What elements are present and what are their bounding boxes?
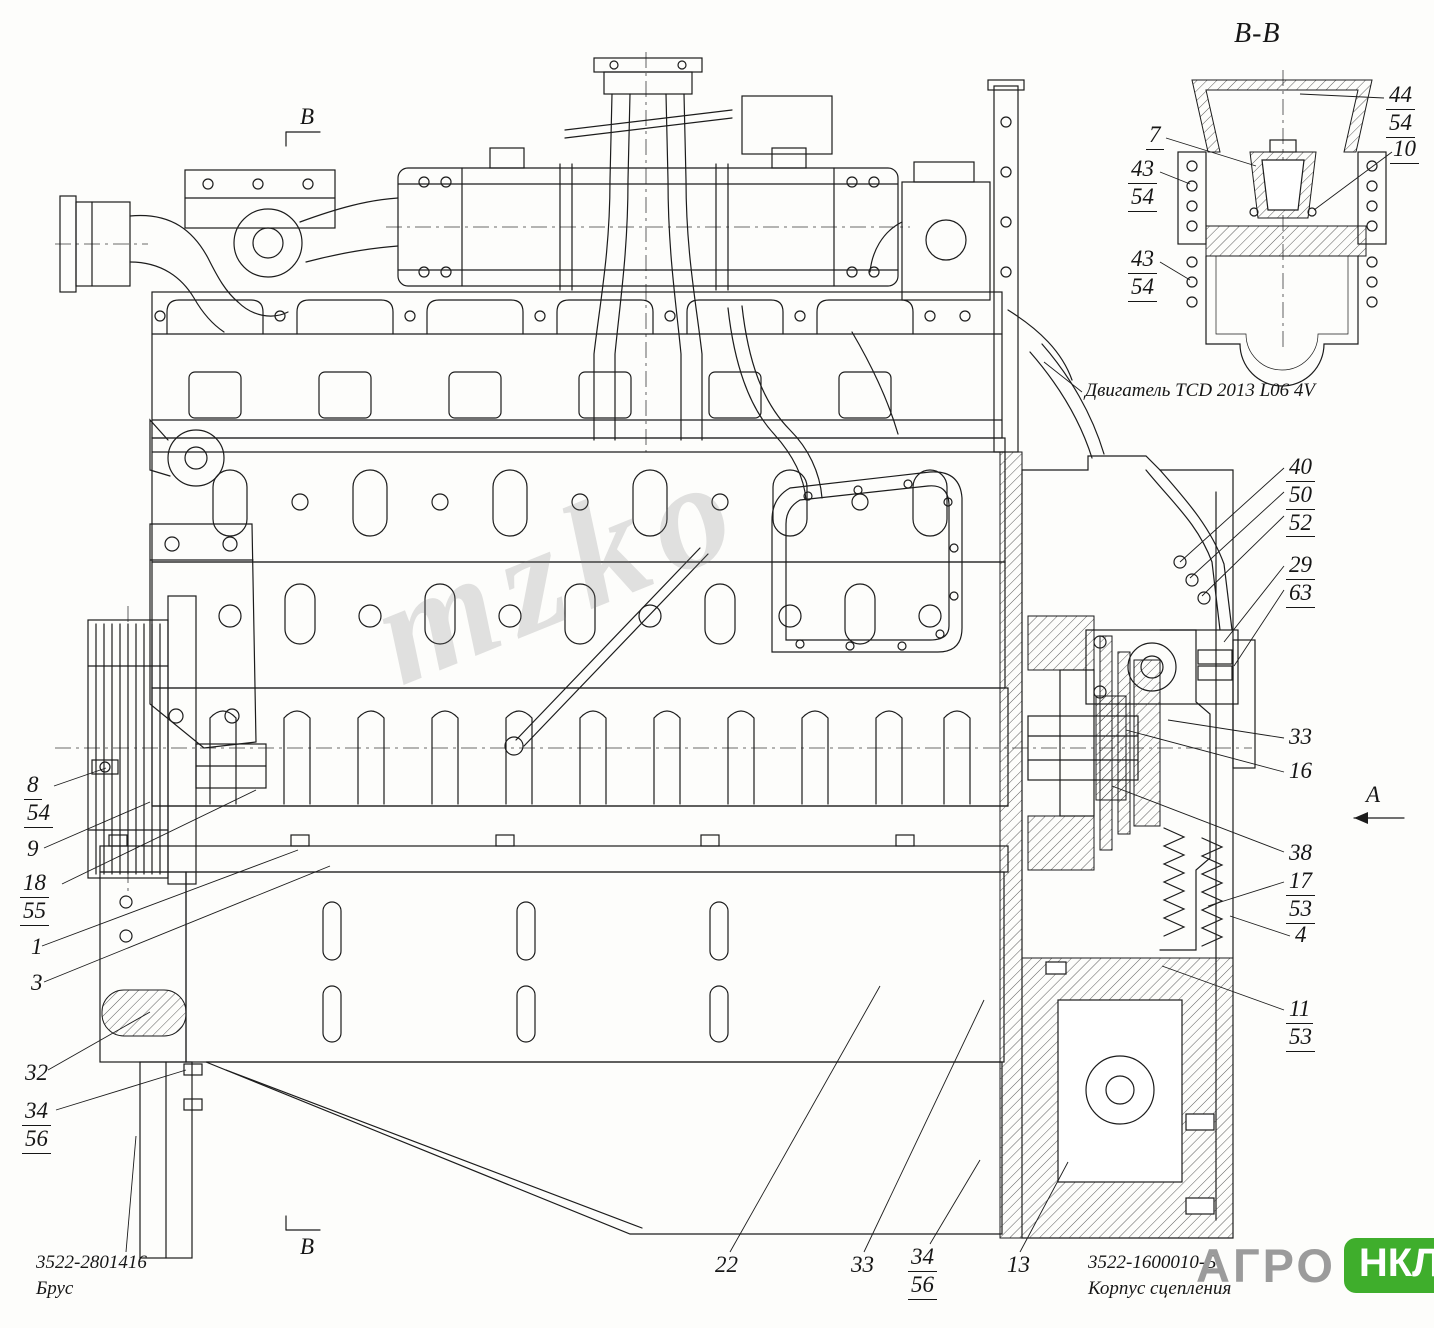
callout-32: 32 bbox=[25, 1060, 48, 1085]
footnote-right-name: Корпус сцепления bbox=[1088, 1277, 1232, 1299]
callout-29-63: 29 63 bbox=[1286, 552, 1315, 608]
callout-43-54-a: 43 54 bbox=[1128, 156, 1157, 212]
callout-10: 10 bbox=[1390, 136, 1419, 164]
callout-34-56-bottom: 34 56 bbox=[908, 1244, 937, 1300]
air-intake bbox=[59, 195, 399, 333]
callout-16: 16 bbox=[1289, 758, 1312, 783]
logo-badge: НКЛ bbox=[1343, 1238, 1434, 1293]
section-marker-b-bottom: В bbox=[300, 1234, 315, 1259]
front-pulley bbox=[87, 595, 197, 885]
engine-model-label: Двигатель TCD 2013 L06 4V bbox=[1085, 380, 1315, 401]
callout-9: 9 bbox=[27, 836, 39, 861]
engine-block bbox=[151, 437, 1006, 756]
oil-sump bbox=[139, 1061, 1003, 1259]
logo-text: АГРО bbox=[1196, 1239, 1336, 1292]
footnote-right: 3522-1600010-Б Корпус сцепления bbox=[1088, 1250, 1231, 1301]
footnote-right-code: 3522-1600010-Б bbox=[1088, 1252, 1217, 1273]
footnote-left-name: Брус bbox=[36, 1277, 74, 1299]
intercooler bbox=[184, 147, 899, 291]
front-mount-bracket bbox=[91, 418, 267, 789]
section-bb-view bbox=[1177, 79, 1387, 387]
section-title: В-В bbox=[1234, 18, 1281, 49]
callout-43-54-b: 43 54 bbox=[1128, 246, 1157, 302]
callout-7: 7 bbox=[1146, 122, 1164, 150]
callout-40-50-52: 40 50 52 bbox=[1286, 454, 1315, 538]
callout-8-54: 8 54 bbox=[24, 772, 53, 828]
callout-13: 13 bbox=[1007, 1252, 1030, 1277]
section-marker-b-top: В bbox=[300, 104, 315, 129]
callout-11-53: 11 53 bbox=[1286, 996, 1315, 1052]
callout-38: 38 bbox=[1289, 840, 1312, 865]
rear-accessories bbox=[869, 79, 1105, 459]
callout-4: 4 bbox=[1295, 922, 1307, 947]
leader-lines bbox=[41, 93, 1393, 1253]
intake-riser bbox=[564, 57, 833, 441]
callout-17-53: 17 53 bbox=[1286, 868, 1315, 924]
footnote-left-code: 3522-2801416 bbox=[36, 1252, 147, 1273]
spacer-beam bbox=[99, 871, 1005, 1063]
center-pipes bbox=[727, 305, 963, 653]
callout-18-55: 18 55 bbox=[20, 870, 49, 926]
callout-3: 3 bbox=[31, 970, 43, 995]
sump-rail bbox=[99, 805, 1009, 873]
cylinder-head bbox=[151, 291, 1003, 439]
clutch-housing bbox=[999, 451, 1234, 1239]
footnote-left: 3522-2801416 Брус bbox=[36, 1250, 147, 1301]
callout-34-56-left: 34 56 bbox=[22, 1098, 51, 1154]
mount-bracket-right bbox=[1085, 469, 1256, 769]
arrow-left-icon bbox=[1354, 812, 1368, 824]
crankcase-skirt bbox=[151, 687, 1009, 807]
callout-1: 1 bbox=[31, 934, 43, 959]
section-marker-lines bbox=[285, 131, 1405, 1231]
section-marker-a-right: А bbox=[1366, 782, 1381, 807]
callout-44-54: 44 54 bbox=[1386, 82, 1415, 138]
callout-22: 22 bbox=[715, 1252, 738, 1277]
callout-33-right: 33 bbox=[1289, 724, 1312, 749]
callout-33-bottom: 33 bbox=[851, 1252, 874, 1277]
site-logo: АГРО НКЛ bbox=[1196, 1238, 1434, 1293]
